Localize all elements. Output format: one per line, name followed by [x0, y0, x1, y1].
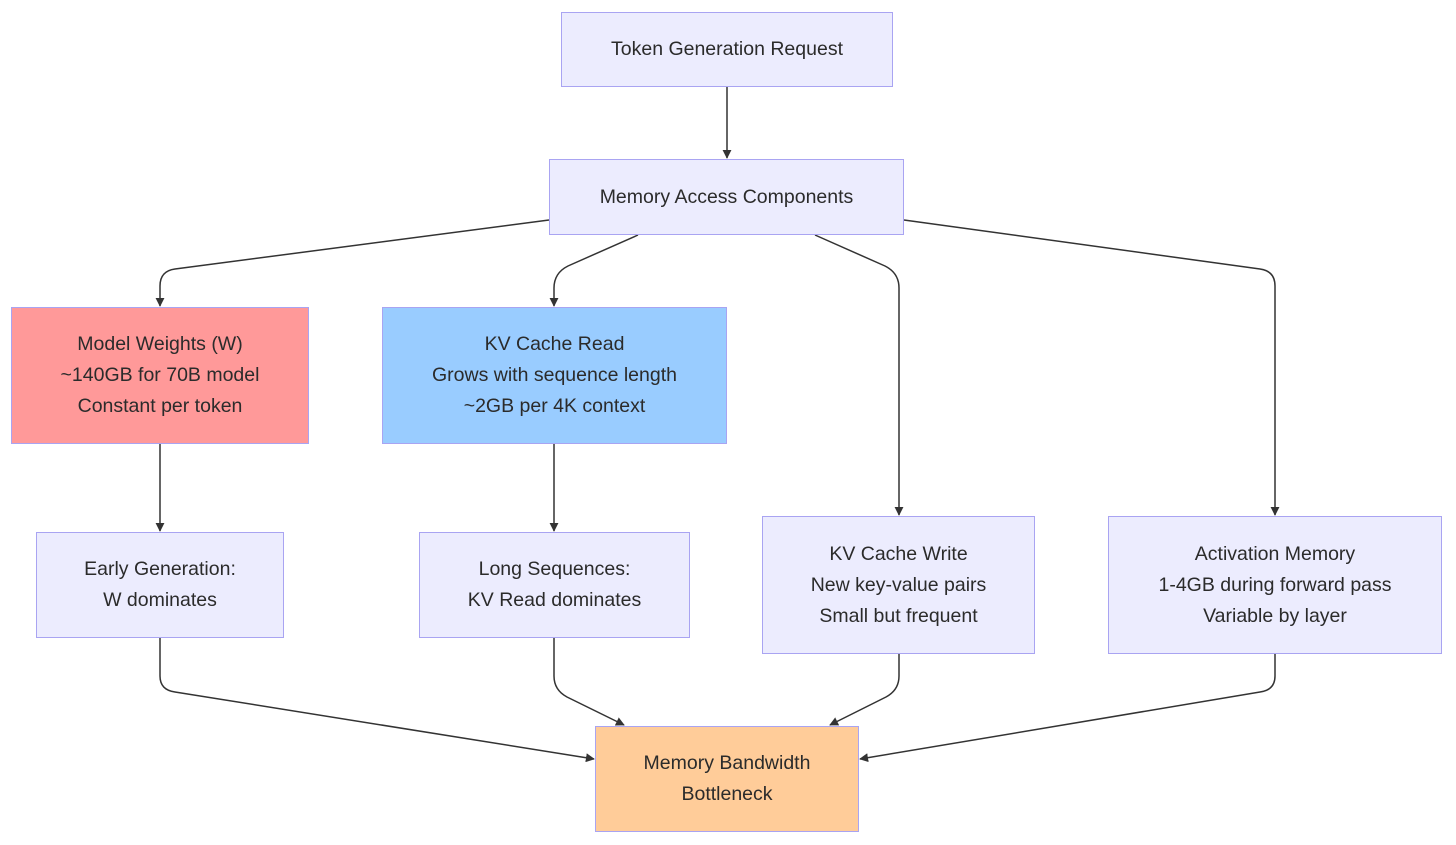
- node-long-sequences: Long Sequences: KV Read dominates: [419, 532, 690, 638]
- node-detail: New key-value pairs: [810, 573, 987, 596]
- node-label: KV Cache Write: [829, 542, 968, 565]
- node-label: Token Generation Request: [611, 38, 843, 60]
- node-label: Memory Bandwidth: [643, 752, 811, 774]
- node-label: Model Weights (W): [77, 333, 243, 355]
- node-detail: Bottleneck: [681, 783, 773, 805]
- edge-components-to-kv-write: [814, 234, 904, 516]
- node-detail: Small but frequent: [819, 604, 978, 627]
- edge-early-to-bandwidth: [159, 638, 595, 763]
- node-detail: W dominates: [103, 589, 217, 611]
- node-early-generation: Early Generation: W dominates: [36, 532, 284, 638]
- node-label: Activation Memory: [1194, 542, 1356, 565]
- node-detail: ~2GB per 4K context: [463, 395, 646, 417]
- node-detail: Grows with sequence length: [432, 364, 677, 386]
- node-detail: Constant per token: [77, 395, 243, 417]
- edge-components-to-kv-read: [549, 234, 639, 307]
- node-memory-bandwidth-bottleneck: Memory Bandwidth Bottleneck: [595, 726, 859, 832]
- node-label: Long Sequences:: [478, 558, 631, 580]
- node-kv-cache-read: KV Cache Read Grows with sequence length…: [382, 307, 727, 444]
- node-label: KV Cache Read: [484, 333, 625, 355]
- edge-components-to-activation: [903, 219, 1280, 516]
- node-activation-memory: Activation Memory 1-4GB during forward p…: [1108, 516, 1442, 654]
- node-kv-cache-write: KV Cache Write New key-value pairs Small…: [762, 516, 1035, 654]
- node-detail: Variable by layer: [1203, 604, 1347, 627]
- edge-long-seq-to-bandwidth: [553, 638, 625, 726]
- edge-components-to-weights: [155, 219, 550, 307]
- edge-kv-write-to-bandwidth: [829, 654, 900, 726]
- node-token-generation-request: Token Generation Request: [561, 12, 893, 87]
- node-label: Early Generation:: [84, 558, 236, 580]
- node-detail: KV Read dominates: [467, 589, 642, 611]
- node-model-weights: Model Weights (W) ~140GB for 70B model C…: [11, 307, 309, 444]
- edge-activation-to-bandwidth: [859, 654, 1276, 763]
- node-label: Memory Access Components: [599, 185, 854, 208]
- node-detail: ~140GB for 70B model: [60, 364, 260, 386]
- node-memory-access-components: Memory Access Components: [549, 159, 904, 235]
- node-detail: 1-4GB during forward pass: [1158, 573, 1392, 596]
